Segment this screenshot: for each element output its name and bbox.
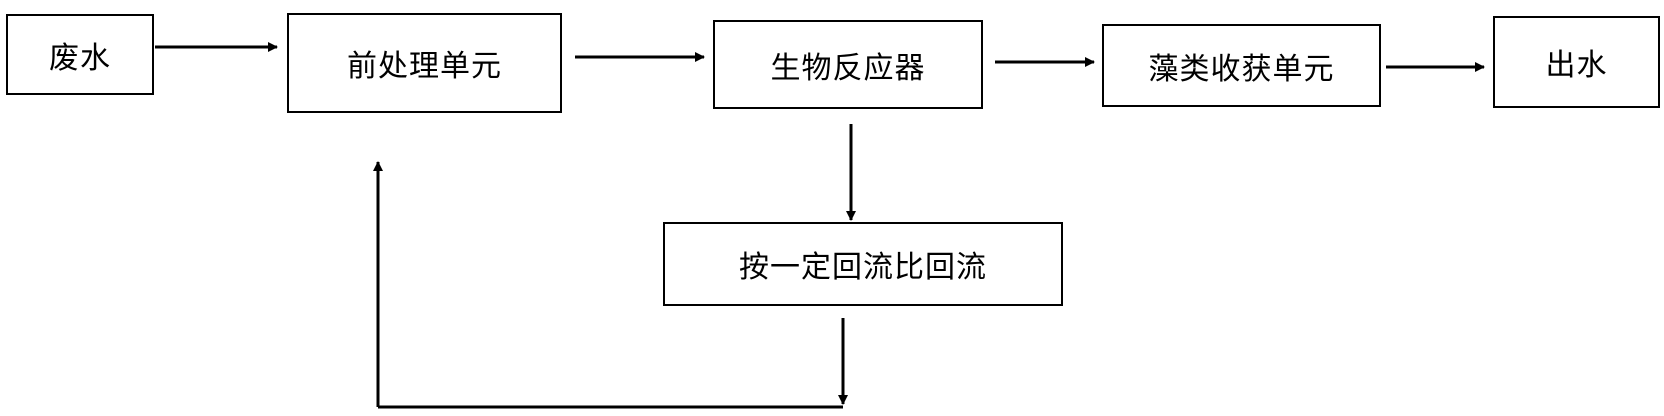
- node-bioreactor-label: 生物反应器: [770, 50, 926, 86]
- node-reflux: 按一定回流比回流: [663, 222, 1063, 306]
- node-reflux-label: 按一定回流比回流: [739, 250, 987, 285]
- node-pretreatment-label: 前处理单元: [347, 49, 502, 84]
- node-algae-harvest: 藻类收获单元: [1102, 24, 1381, 107]
- node-bioreactor: 生物反应器: [713, 20, 983, 109]
- node-effluent: 出水: [1493, 16, 1660, 108]
- node-algae-harvest-label: 藻类收获单元: [1148, 51, 1335, 87]
- node-wastewater-label: 废水: [49, 40, 111, 76]
- node-effluent-label: 出水: [1545, 48, 1608, 83]
- node-pretreatment: 前处理单元: [287, 13, 562, 113]
- node-wastewater: 废水: [6, 14, 154, 95]
